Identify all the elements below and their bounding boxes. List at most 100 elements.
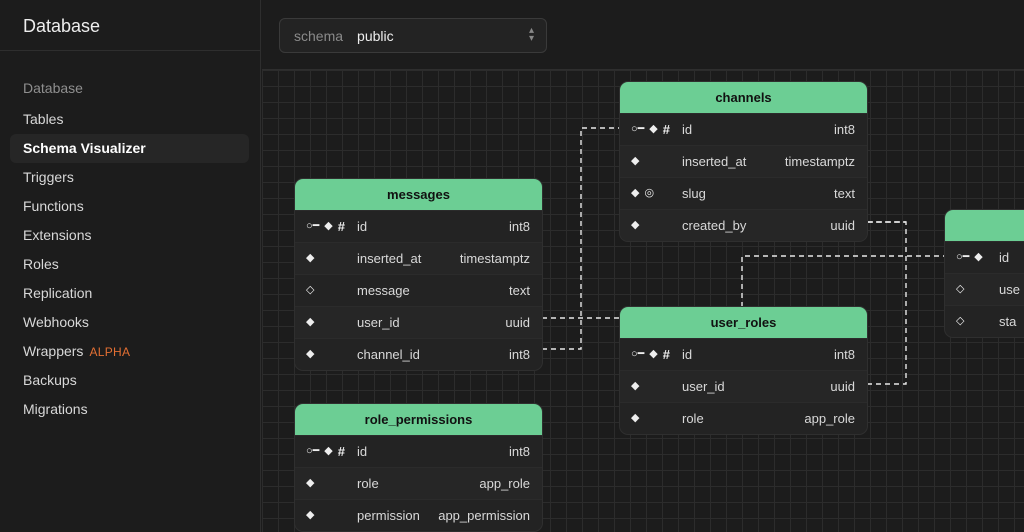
column-name: created_by — [682, 218, 747, 233]
table-role_permissions[interactable]: role_permissions ○━◆# id int8 ◆ role app… — [295, 404, 542, 531]
column-type: app_permission — [438, 508, 530, 523]
table-row[interactable]: ◇ message text — [295, 274, 542, 306]
table-users-partial[interactable]: ○━◆ id ◇ use ◇ sta — [945, 210, 1024, 337]
sidebar-item-tables[interactable]: Tables — [10, 105, 249, 134]
alpha-badge: ALPHA — [89, 345, 131, 359]
table-row[interactable]: ◆ created_by uuid — [620, 209, 867, 241]
column-type: app_role — [479, 476, 530, 491]
column-name: user_id — [682, 379, 725, 394]
sidebar-item-label: Functions — [23, 198, 84, 214]
sidebar-item-wrappers[interactable]: Wrappers ALPHA — [10, 337, 249, 366]
table-row[interactable]: ○━◆# id int8 — [295, 435, 542, 467]
sidebar-item-schema-visualizer[interactable]: Schema Visualizer — [10, 134, 249, 163]
column-type: app_role — [804, 411, 855, 426]
key-icon: ○━ — [306, 220, 320, 232]
table-title: user_roles — [620, 307, 867, 338]
column-type: text — [834, 186, 855, 201]
diamond-filled-icon: ◆ — [631, 155, 640, 167]
diamond-filled-icon: ◆ — [649, 348, 658, 360]
key-icon: ○━ — [631, 348, 645, 360]
sidebar-item-functions[interactable]: Functions — [10, 192, 249, 221]
table-row[interactable]: ◆ user_id uuid — [295, 306, 542, 338]
diamond-outline-icon: ◇ — [956, 315, 965, 327]
sidebar-item-label: Extensions — [23, 227, 92, 243]
column-type: int8 — [509, 347, 530, 362]
column-name: id — [357, 444, 368, 459]
table-title: role_permissions — [295, 404, 542, 435]
table-title — [945, 210, 1024, 241]
column-type: int8 — [509, 219, 530, 234]
column-type: int8 — [834, 122, 855, 137]
schema-select[interactable]: schema public ▴▾ — [279, 18, 547, 53]
sidebar-item-label: Wrappers — [23, 343, 84, 359]
column-type: int8 — [834, 347, 855, 362]
column-name: channel_id — [357, 347, 420, 362]
table-row[interactable]: ◆ role app_role — [620, 402, 867, 434]
table-row[interactable]: ○━◆# id int8 — [295, 210, 542, 242]
column-name: id — [999, 250, 1010, 265]
table-title: channels — [620, 82, 867, 113]
sidebar-title: Database — [0, 0, 260, 51]
table-row[interactable]: ◆◎ slug text — [620, 177, 867, 209]
table-row[interactable]: ◆ permission app_permission — [295, 499, 542, 531]
sidebar-item-extensions[interactable]: Extensions — [10, 221, 249, 250]
sidebar-item-label: Triggers — [23, 169, 74, 185]
table-row[interactable]: ◆ role app_role — [295, 467, 542, 499]
column-name: permission — [357, 508, 420, 523]
edge-user_roles-user_id-users-id — [867, 221, 907, 385]
sidebar-item-webhooks[interactable]: Webhooks — [10, 308, 249, 337]
diamond-filled-icon: ◆ — [631, 219, 640, 231]
sidebar-item-replication[interactable]: Replication — [10, 279, 249, 308]
sidebar-item-label: Schema Visualizer — [23, 140, 146, 156]
diamond-filled-icon: ◆ — [649, 123, 658, 135]
schema-select-label: schema — [294, 27, 344, 44]
table-row[interactable]: ◆ inserted_at timestamptz — [295, 242, 542, 274]
sidebar-item-label: Webhooks — [23, 314, 89, 330]
diamond-filled-icon: ◆ — [306, 477, 315, 489]
table-row[interactable]: ◆ user_id uuid — [620, 370, 867, 402]
sidebar-item-label: Migrations — [23, 401, 88, 417]
sidebar-item-label: Backups — [23, 372, 77, 388]
diamond-outline-icon: ◇ — [956, 283, 965, 295]
sidebar-section-label: Database — [23, 80, 83, 96]
edge-channels-created_by-users-id — [741, 255, 945, 307]
schema-canvas[interactable]: messages ○━◆# id int8 ◆ inserted_at time… — [262, 70, 1024, 532]
table-row[interactable]: ○━◆# id int8 — [620, 113, 867, 145]
sidebar-item-label: Roles — [23, 256, 59, 272]
column-name: id — [682, 347, 693, 362]
diamond-filled-icon: ◆ — [631, 412, 640, 424]
table-user_roles[interactable]: user_roles ○━ ◆ # id int8 ◆ user_id uuid ◆… — [620, 307, 867, 434]
column-name: id — [357, 219, 368, 234]
diamond-filled-icon: ◆ — [306, 316, 315, 328]
table-row[interactable]: ◆ inserted_at timestamptz — [620, 145, 867, 177]
column-name: inserted_at — [682, 154, 747, 169]
edge-messages-channel_id-channels-id — [542, 127, 620, 350]
diamond-filled-icon: ◆ — [974, 251, 983, 263]
column-name: user_id — [357, 315, 400, 330]
diamond-filled-icon: ◆ — [306, 252, 315, 264]
hash-icon: # — [662, 347, 670, 362]
table-row[interactable]: ○━ ◆ # id int8 — [620, 338, 867, 370]
table-messages[interactable]: messages ○━◆# id int8 ◆ inserted_at time… — [295, 179, 542, 370]
sidebar-item-triggers[interactable]: Triggers — [10, 163, 249, 192]
column-name: role — [682, 411, 704, 426]
diamond-filled-icon: ◆ — [631, 380, 640, 392]
table-row[interactable]: ◇ sta — [945, 305, 1024, 337]
schema-select-value: public — [357, 27, 394, 44]
fingerprint-icon: ◎ — [644, 187, 655, 199]
table-row[interactable]: ◆ channel_id int8 — [295, 338, 542, 370]
main-panel: schema public ▴▾ messages ○━◆# id int8 — [262, 0, 1024, 532]
column-type: timestamptz — [459, 251, 530, 266]
column-name: id — [682, 122, 693, 137]
hash-icon: # — [337, 444, 345, 459]
column-name: role — [357, 476, 379, 491]
table-channels[interactable]: channels ○━◆# id int8 ◆ inserted_at time… — [620, 82, 867, 241]
sidebar-item-migrations[interactable]: Migrations — [10, 395, 249, 424]
table-row[interactable]: ○━◆ id — [945, 241, 1024, 273]
table-row[interactable]: ◇ use — [945, 273, 1024, 305]
sidebar-item-roles[interactable]: Roles — [10, 250, 249, 279]
key-icon: ○━ — [306, 445, 320, 457]
sidebar-item-backups[interactable]: Backups — [10, 366, 249, 395]
hash-icon: # — [662, 122, 670, 137]
column-type: timestamptz — [784, 154, 855, 169]
